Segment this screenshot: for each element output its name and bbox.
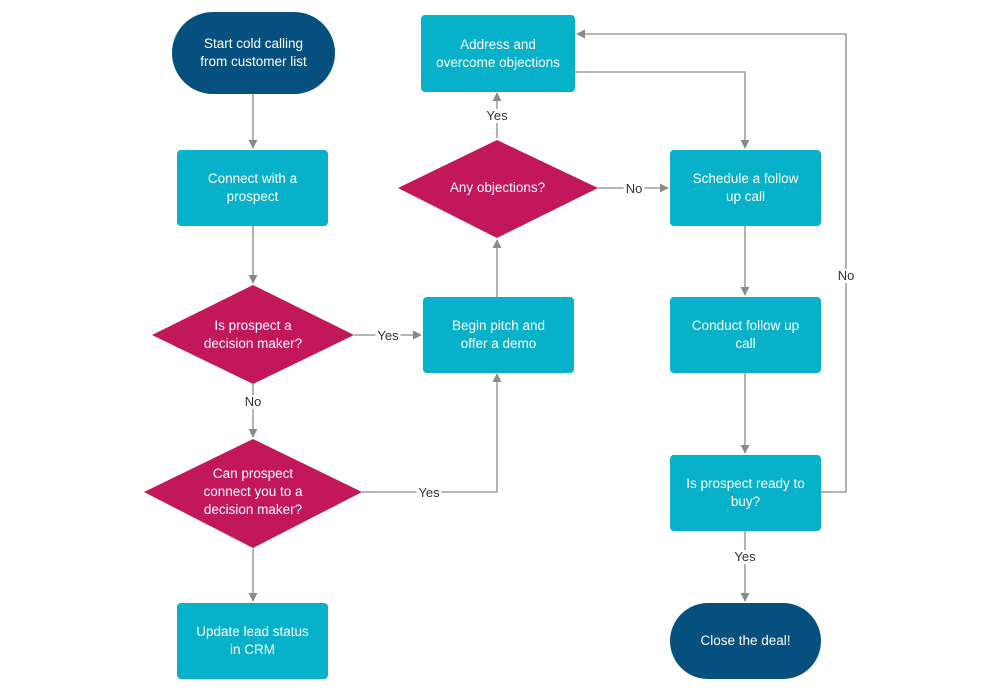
edge-label-ready-yes: Yes bbox=[732, 549, 758, 564]
edge-label-objections-yes: Yes bbox=[484, 108, 510, 123]
address-objections-step: Address and overcome objections bbox=[421, 15, 575, 92]
schedule-followup-step: Schedule a follow up call bbox=[670, 150, 821, 226]
edge-label-decision-maker-no: No bbox=[242, 394, 264, 409]
update-lead-status-step: Update lead status in CRM bbox=[177, 603, 328, 679]
edge-label-can-connect-yes: Yes bbox=[416, 485, 442, 500]
edge-can-connect-yes bbox=[362, 373, 502, 493]
edge-ready-no bbox=[576, 29, 847, 493]
begin-pitch-step: Begin pitch and offer a demo bbox=[423, 297, 574, 373]
can-connect-question: Can prospect connect you to a decision m… bbox=[203, 466, 303, 517]
decision-shape-can-connect bbox=[144, 439, 362, 548]
decision-shape-decision-maker bbox=[152, 285, 354, 384]
start-terminal: Start cold calling from customer list bbox=[172, 12, 335, 94]
decision-shape-any-objections bbox=[398, 140, 598, 238]
decision-maker-question: Is prospect a decision maker? bbox=[203, 318, 303, 351]
conduct-followup-step: Conduct follow up call bbox=[670, 297, 821, 373]
close-deal-terminal: Close the deal! bbox=[670, 603, 821, 679]
connect-with-prospect-step: Connect with a prospect bbox=[177, 150, 328, 226]
edge-label-ready-no: No bbox=[835, 268, 857, 283]
any-objections-question: Any objections? bbox=[449, 180, 546, 195]
ready-to-buy-step: Is prospect ready to buy? bbox=[670, 455, 821, 531]
edge-label-decision-maker-yes: Yes bbox=[375, 328, 401, 343]
edge-label-objections-no: No bbox=[623, 181, 645, 196]
edge-address-to-schedule bbox=[575, 71, 750, 149]
